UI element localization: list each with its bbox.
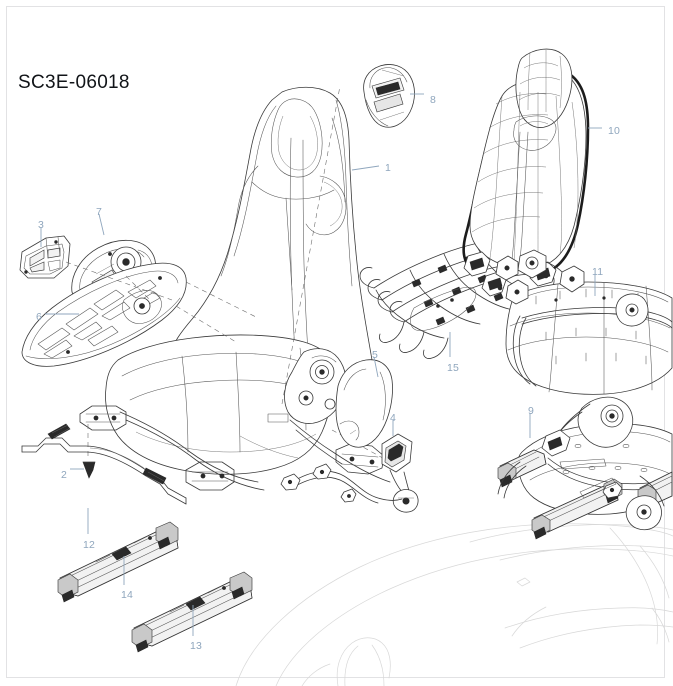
callout-7: 7 <box>96 206 103 218</box>
leader-line-1 <box>351 165 380 171</box>
callout-12: 12 <box>83 539 96 551</box>
callout-9: 9 <box>528 405 535 417</box>
leader-line-7 <box>98 213 105 236</box>
callout-11: 11 <box>592 266 604 278</box>
callout-13: 13 <box>190 640 203 652</box>
part-6-side-trim-panel-outer <box>21 262 187 367</box>
callout-14: 14 <box>121 589 134 601</box>
part-12-seat-frame-wire-rod <box>21 423 187 505</box>
callout-8: 8 <box>430 94 437 106</box>
part-9-seat-track-frame-assembly <box>497 396 673 540</box>
callout-10: 10 <box>608 125 621 137</box>
callout-4: 4 <box>390 412 397 424</box>
part-2-retainer-clip-bolt <box>82 424 96 479</box>
callout-5: 5 <box>372 349 379 361</box>
misc-hinge-brackets <box>495 255 529 305</box>
callout-leader-lines <box>40 93 602 636</box>
part-5-side-shield-cover <box>335 359 393 448</box>
main-seat-assembly <box>79 86 391 491</box>
part-14-seat-slide-rail-outer <box>57 521 179 603</box>
part-3-side-trim-bracket-inner <box>19 235 71 279</box>
part-8-headrest-guide-bezel <box>363 64 415 128</box>
callout-2: 2 <box>61 469 68 481</box>
wiring-harness <box>280 463 403 504</box>
part-10-seat-back-cover-trim <box>462 48 590 297</box>
leader-line-5 <box>373 356 379 378</box>
vehicle-ghost-outline <box>235 523 673 686</box>
callout-1: 1 <box>385 162 392 174</box>
part-4-seat-belt-buckle <box>381 433 419 513</box>
callout-15: 15 <box>447 362 460 374</box>
part-11-seat-cushion-pad <box>505 249 673 395</box>
callout-6: 6 <box>36 311 43 323</box>
callout-3: 3 <box>38 219 45 231</box>
diagram-title: SC3E-06018 <box>18 72 130 93</box>
